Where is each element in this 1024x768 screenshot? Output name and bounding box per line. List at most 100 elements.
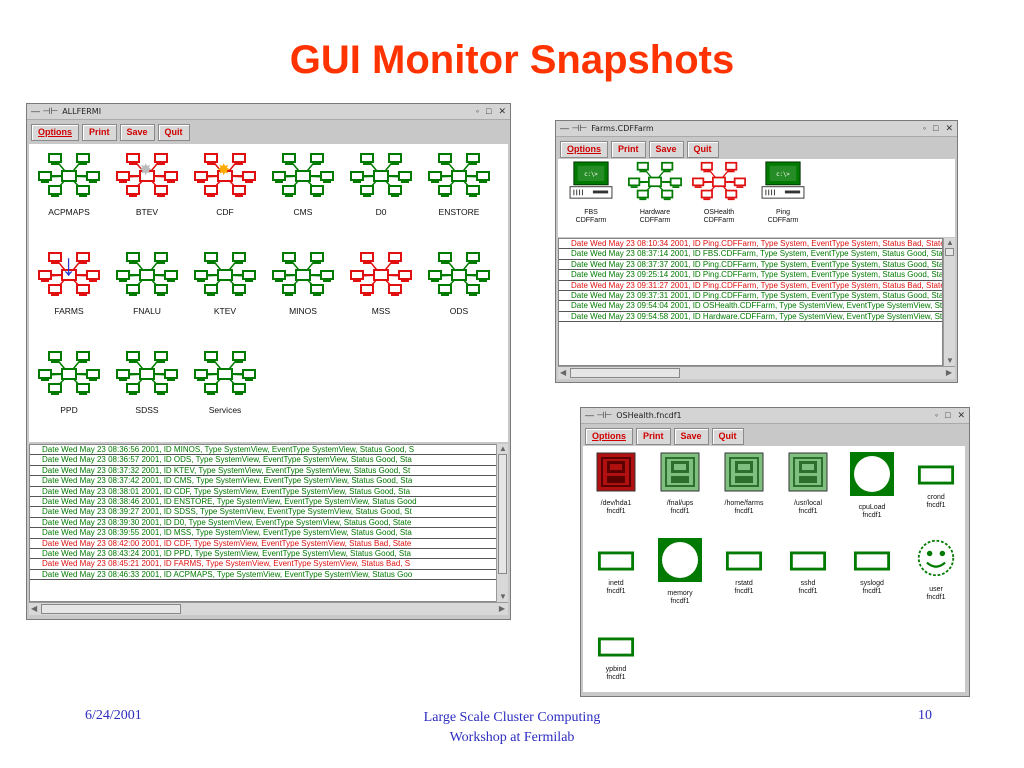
- cdffarm-titlebar[interactable]: — ⊣⊢ Farms.CDFFarm ◦ □ ✕: [556, 121, 957, 137]
- scroll-up-icon[interactable]: ▲: [946, 238, 954, 247]
- log-entry[interactable]: Date Wed May 23 08:39:55 2001, ID MSS, T…: [30, 528, 497, 539]
- monitor-icon-cell[interactable]: ACPMAPS: [33, 152, 105, 217]
- scroll-thumb[interactable]: [570, 368, 680, 378]
- quit-button[interactable]: Quit: [157, 124, 190, 141]
- save-button[interactable]: Save: [648, 141, 684, 158]
- print-button[interactable]: Print: [82, 124, 117, 141]
- log-entry[interactable]: Date Wed May 23 08:38:46 2001, ID ENSTOR…: [30, 497, 497, 508]
- log-entry[interactable]: Date Wed May 23 09:37:31 2001, ID Ping.C…: [559, 291, 942, 302]
- scroll-thumb[interactable]: [498, 454, 507, 574]
- log-entry[interactable]: Date Wed May 23 08:10:34 2001, ID Ping.C…: [559, 239, 942, 250]
- log-entry[interactable]: Date Wed May 23 08:39:27 2001, ID SDSS, …: [30, 507, 497, 518]
- scroll-left-icon[interactable]: ◀: [31, 604, 38, 613]
- save-button[interactable]: Save: [673, 428, 709, 445]
- quit-button[interactable]: Quit: [686, 141, 719, 158]
- monitor-icon-cell[interactable]: Services: [189, 350, 261, 415]
- minimize-icon[interactable]: ◦: [922, 123, 927, 133]
- scroll-up-icon[interactable]: ▲: [499, 444, 507, 453]
- log-entry[interactable]: Date Wed May 23 08:37:14 2001, ID FBS.CD…: [559, 249, 942, 260]
- maximize-icon[interactable]: □: [945, 410, 951, 420]
- close-icon[interactable]: ✕: [498, 106, 506, 116]
- maximize-icon[interactable]: □: [486, 106, 492, 116]
- network-icon: [193, 350, 257, 401]
- monitor-icon-cell[interactable]: MSS: [345, 251, 417, 316]
- monitor-icon-cell[interactable]: MINOS: [267, 251, 339, 316]
- minimize-icon[interactable]: ◦: [475, 106, 480, 116]
- cdffarm-event-log[interactable]: Date Wed May 23 08:10:34 2001, ID Ping.C…: [558, 238, 943, 366]
- save-button[interactable]: Save: [119, 124, 155, 141]
- monitor-icon-cell[interactable]: SDSS: [111, 350, 183, 415]
- minimize-icon[interactable]: ◦: [934, 410, 939, 420]
- scroll-thumb[interactable]: [41, 604, 181, 614]
- log-entry[interactable]: Date Wed May 23 08:37:42 2001, ID CMS, T…: [30, 476, 497, 487]
- allfermi-vertical-scrollbar[interactable]: ▲ ▼: [496, 444, 508, 602]
- monitor-icon-cell[interactable]: FNALU: [111, 251, 183, 316]
- monitor-icon-cell[interactable]: ↓FARMS: [33, 251, 105, 316]
- print-button[interactable]: Print: [611, 141, 646, 158]
- monitor-icon-cell[interactable]: ✸CDF: [189, 152, 261, 217]
- quit-button[interactable]: Quit: [711, 428, 744, 445]
- scroll-down-icon[interactable]: ▼: [499, 592, 507, 601]
- monitor-icon-cell[interactable]: ODS: [423, 251, 495, 316]
- print-button[interactable]: Print: [636, 428, 671, 445]
- allfermi-horizontal-scrollbar[interactable]: ◀ ▶: [29, 602, 508, 615]
- maximize-icon[interactable]: □: [933, 123, 939, 133]
- window-menu-icon[interactable]: — ⊣⊢: [31, 106, 59, 116]
- log-entry[interactable]: Date Wed May 23 08:39:30 2001, ID D0, Ty…: [30, 518, 497, 529]
- log-entry[interactable]: Date Wed May 23 08:43:24 2001, ID PPD, T…: [30, 549, 497, 560]
- scroll-right-icon[interactable]: ▶: [945, 368, 952, 377]
- log-entry[interactable]: Date Wed May 23 08:42:00 2001, ID CDF, T…: [30, 539, 497, 549]
- cdffarm-vertical-scrollbar[interactable]: ▲ ▼: [943, 238, 955, 366]
- allfermi-titlebar[interactable]: — ⊣⊢ ALLFERMI ◦ □ ✕: [27, 104, 510, 120]
- monitor-icon-cell[interactable]: PPD: [33, 350, 105, 415]
- scroll-thumb[interactable]: [945, 248, 954, 256]
- options-button[interactable]: Options: [31, 124, 79, 141]
- icon-label: ODS: [449, 306, 469, 316]
- close-icon[interactable]: ✕: [945, 123, 953, 133]
- scroll-right-icon[interactable]: ▶: [498, 604, 505, 613]
- log-entry[interactable]: Date Wed May 23 08:36:57 2001, ID ODS, T…: [30, 455, 497, 466]
- close-icon[interactable]: ✕: [957, 410, 965, 420]
- log-entry[interactable]: Date Wed May 23 08:38:01 2001, ID CDF, T…: [30, 487, 497, 497]
- monitor-icon-cell[interactable]: CMS: [267, 152, 339, 217]
- log-entry[interactable]: Date Wed May 23 09:54:58 2001, ID Hardwa…: [559, 312, 942, 323]
- oshealth-titlebar[interactable]: — ⊣⊢ OSHealth.fncdf1 ◦ □ ✕: [581, 408, 969, 424]
- allfermi-event-log[interactable]: Date Wed May 23 08:36:56 2001, ID MINOS,…: [29, 444, 498, 602]
- scroll-down-icon[interactable]: ▼: [946, 356, 954, 365]
- options-button[interactable]: Options: [585, 428, 633, 445]
- log-entry[interactable]: Date Wed May 23 09:25:14 2001, ID Ping.C…: [559, 270, 942, 281]
- log-entry[interactable]: Date Wed May 23 08:36:56 2001, ID MINOS,…: [30, 445, 497, 456]
- monitor-icon-cell[interactable]: KTEV: [189, 251, 261, 316]
- log-entry[interactable]: Date Wed May 23 08:37:37 2001, ID Ping.C…: [559, 260, 942, 271]
- log-entry[interactable]: Date Wed May 23 08:46:33 2001, ID ACPMAP…: [30, 570, 497, 581]
- monitor-icon-cell[interactable]: ENSTORE: [423, 152, 495, 217]
- monitor-icon-cell[interactable]: D0: [345, 152, 417, 217]
- log-entry[interactable]: Date Wed May 23 08:37:32 2001, ID KTEV, …: [30, 466, 497, 477]
- log-entry[interactable]: Date Wed May 23 09:31:27 2001, ID Ping.C…: [559, 281, 942, 291]
- scroll-left-icon[interactable]: ◀: [560, 368, 567, 377]
- window-menu-icon[interactable]: — ⊣⊢: [560, 123, 588, 133]
- monitor-icon-cell[interactable]: ✸BTEV: [111, 152, 183, 217]
- window-menu-icon[interactable]: — ⊣⊢: [585, 410, 613, 420]
- cdffarm-horizontal-scrollbar[interactable]: ◀ ▶: [558, 366, 955, 379]
- log-entry[interactable]: Date Wed May 23 08:45:21 2001, ID FARMS,…: [30, 559, 497, 570]
- options-button[interactable]: Options: [560, 141, 608, 158]
- log-entry[interactable]: Date Wed May 23 09:54:04 2001, ID OSHeal…: [559, 301, 942, 312]
